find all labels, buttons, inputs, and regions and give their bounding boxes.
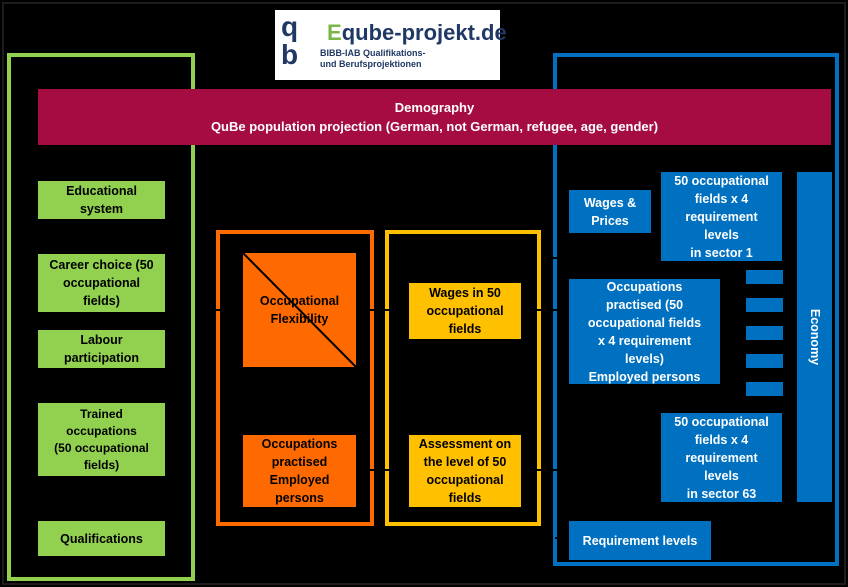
labour-participation-box: Labour participation [38,330,165,368]
wages-prices-box: Wages & Prices [569,190,651,233]
assessment-box: Assessment on the level of 50 occupation… [409,435,521,507]
flexibility-frame [216,230,374,526]
occupations-practised-box: Occupations practised Employed persons [243,435,356,507]
trained-occupations-box: Trained occupations (50 occupational fie… [38,403,165,476]
sector-63-box: 50 occupational fields x 4 requirement l… [661,413,782,502]
education-frame [7,53,195,581]
educational-system-box: Educational system [38,181,165,219]
requirement-levels-box: Requirement levels [569,521,711,560]
wages-box: Wages in 50 occupational fields [409,283,521,339]
qualifications-box: Qualifications [38,521,165,556]
sector-1-box: 50 occupational fields x 4 requirement l… [661,172,782,261]
economy-label: Economy [807,308,822,366]
economy-rung [746,326,783,340]
occupational-flexibility-box: Occupational Flexibility [259,294,340,326]
economy-rung [746,382,783,396]
demography-subtitle: QuBe population projection (German, not … [210,119,659,134]
economy-rung [746,354,783,368]
career-choice-box: Career choice (50 occupational fields) [38,254,165,312]
economy-bar: Economy [797,172,832,502]
economy-rung [746,298,783,312]
economy-rung [746,270,783,284]
diagonal-line [242,252,357,368]
connector-dot [562,534,570,542]
occupations-practised-economy-box: Occupations practised (50 occupational f… [569,279,720,384]
demography-title: Demography [394,100,475,115]
logo-title: Eqube-projekt.de [327,20,507,45]
logo-tagline: BIBB-IAB Qualifikations- und Berufsproje… [320,48,426,69]
wage-frame [385,230,541,526]
